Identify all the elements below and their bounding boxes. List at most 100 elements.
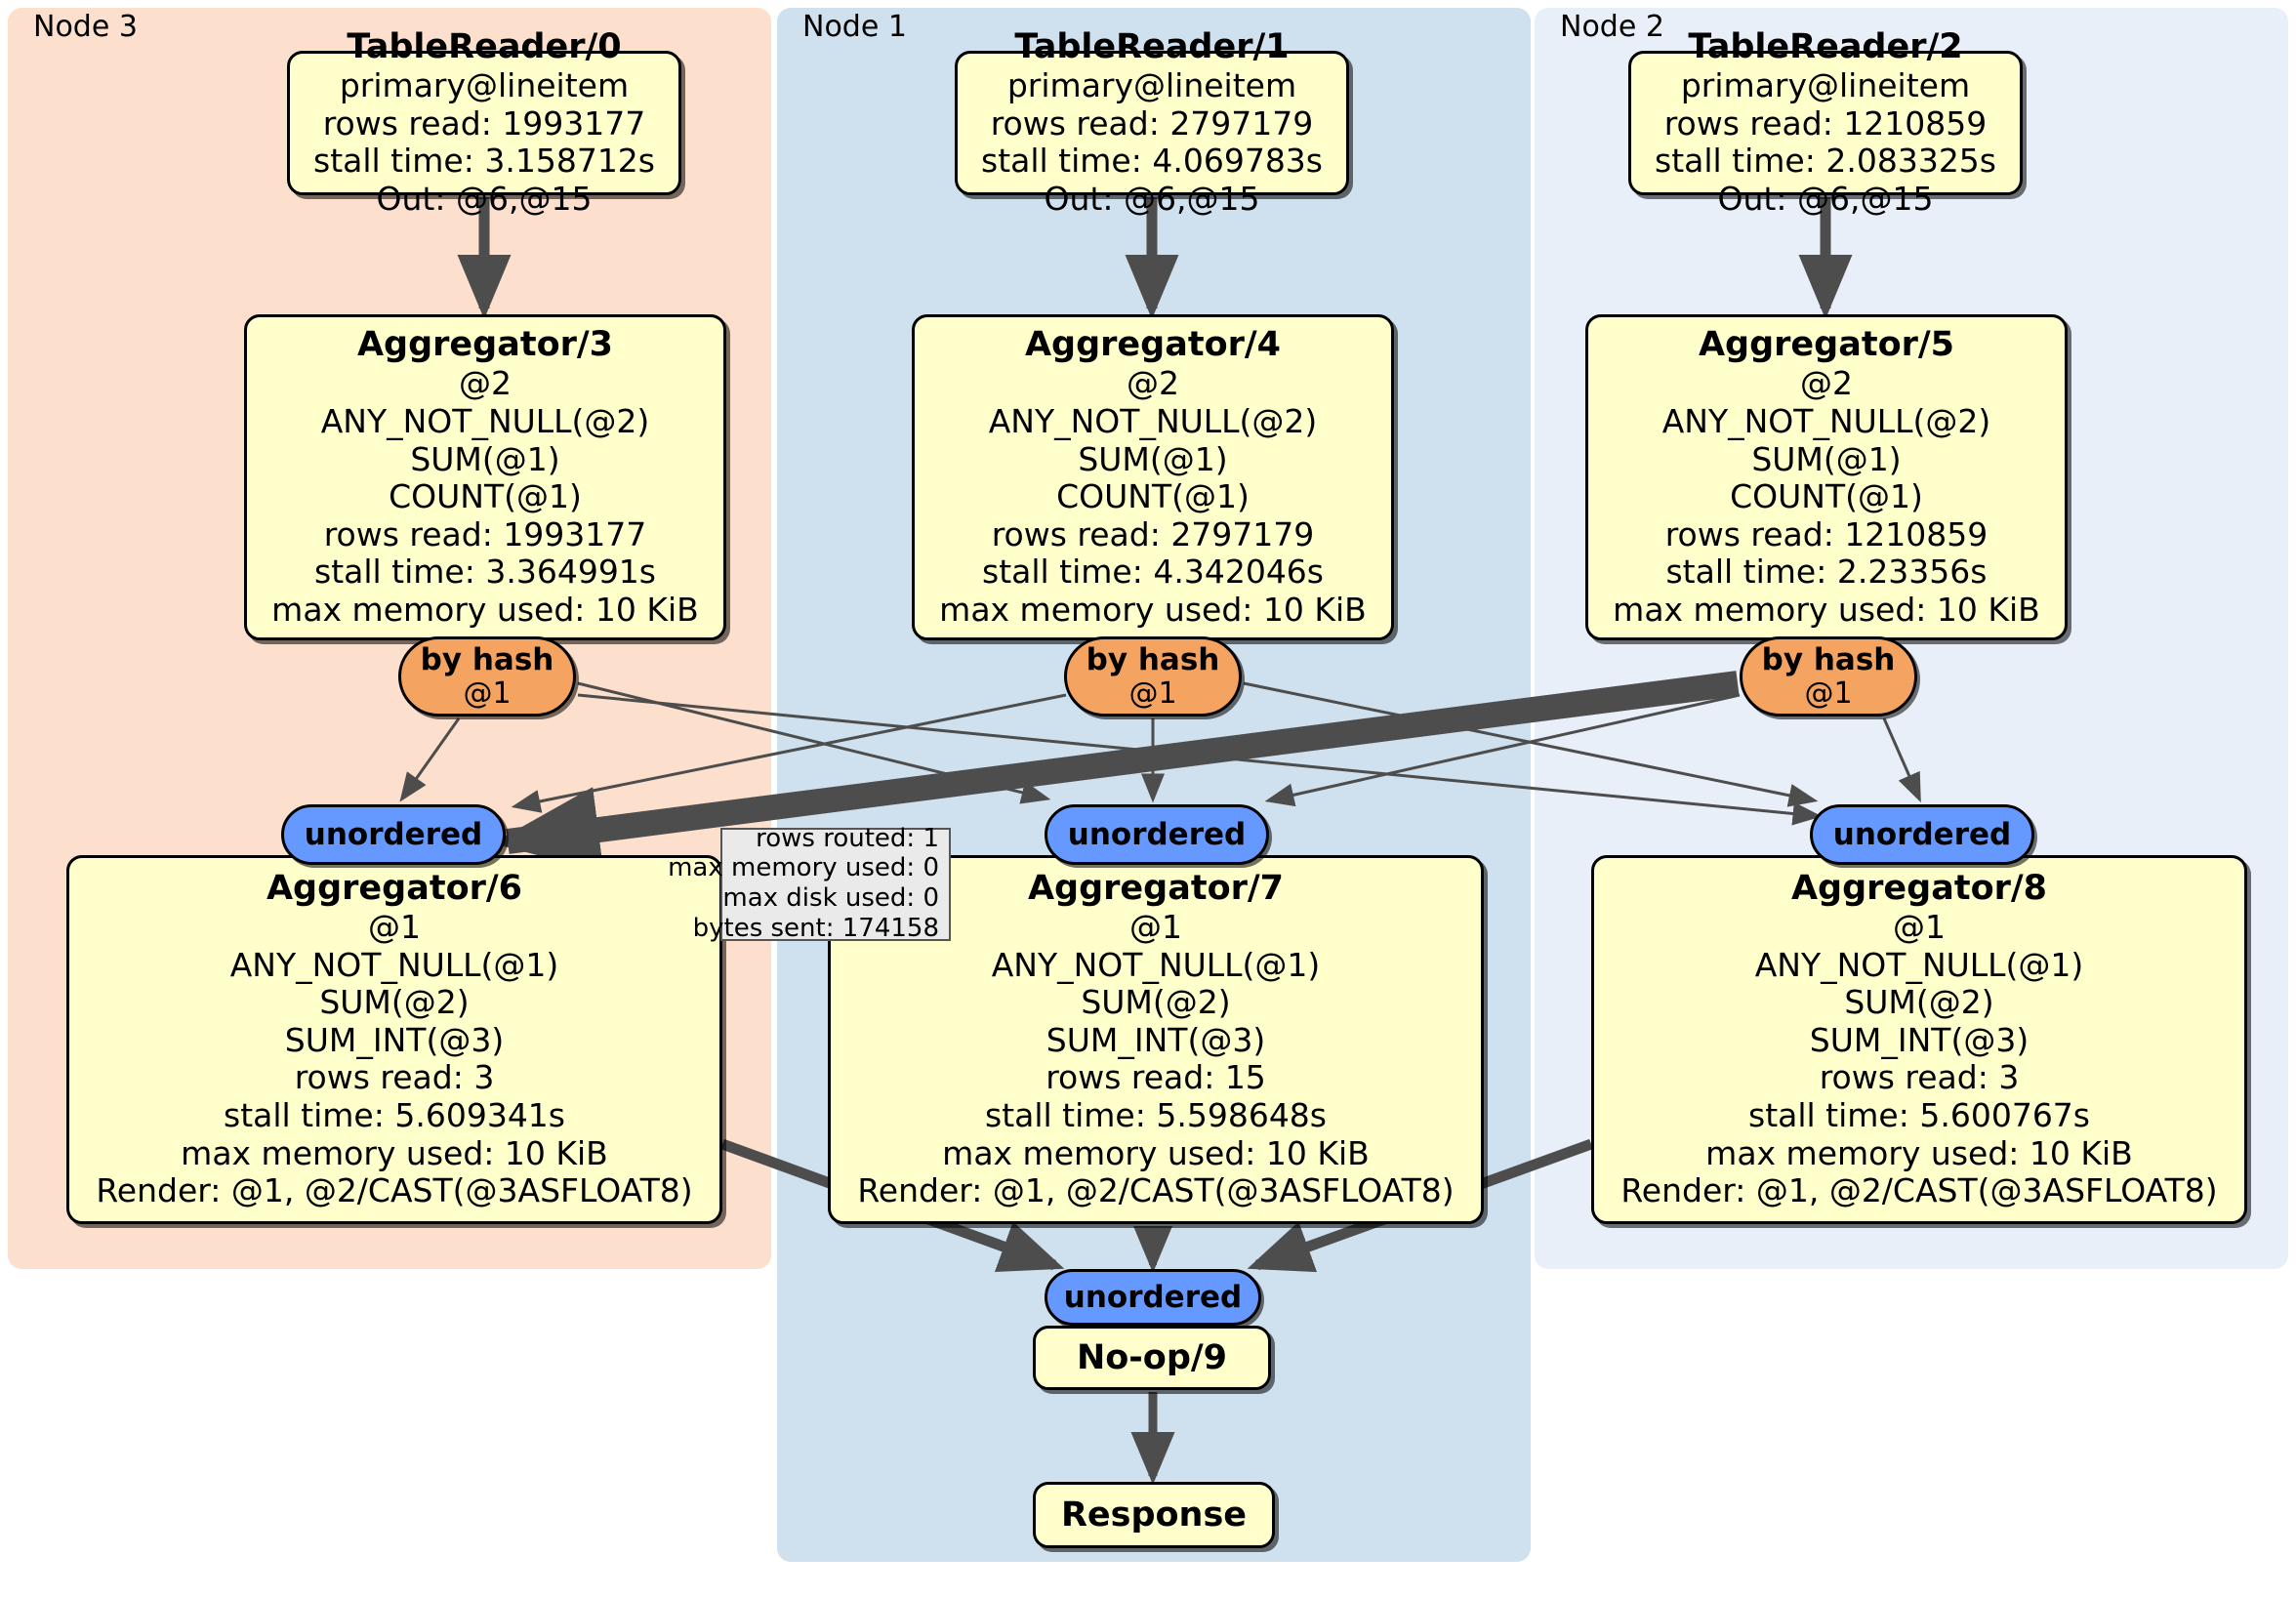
node-title: Aggregator/7: [1027, 869, 1285, 909]
cluster-label-node2: Node 2: [1560, 10, 1664, 44]
node-detail-line: SUM(@2): [319, 983, 470, 1022]
node-detail-line: @2: [1800, 364, 1853, 403]
node-detail-line: Out: @6,@15: [376, 180, 593, 219]
node-detail-line: ANY_NOT_NULL(@2): [988, 401, 1318, 440]
tooltip-line: max disk used: 0: [722, 883, 939, 913]
router-unord9[interactable]: unordered: [1045, 1269, 1261, 1326]
node-title: Response: [1060, 1495, 1248, 1535]
node-detail-line: ANY_NOT_NULL(@2): [320, 401, 650, 440]
node-detail-line: stall time: 2.083325s: [1655, 142, 1996, 181]
node-title: TableReader/0: [347, 27, 622, 67]
node-detail-line: rows read: 1993177: [322, 103, 646, 143]
node-detail-line: Render: @1, @2/CAST(@3ASFLOAT8): [857, 1171, 1455, 1210]
router-label: by hash: [1761, 642, 1896, 678]
node-detail-line: max memory used: 10 KiB: [271, 590, 699, 629]
node-detail-line: rows read: 3: [1819, 1058, 2020, 1097]
node-title: Aggregator/3: [356, 325, 614, 365]
node-title: Aggregator/4: [1024, 325, 1282, 365]
node-detail-line: Out: @6,@15: [1044, 180, 1260, 219]
node-title: No-op/9: [1076, 1337, 1228, 1377]
node-detail-line: rows read: 3: [294, 1058, 495, 1097]
node-detail-line: max memory used: 10 KiB: [1705, 1133, 2133, 1172]
node-detail-line: stall time: 5.609341s: [224, 1096, 565, 1135]
cluster-label-node3: Node 3: [33, 10, 138, 44]
node-detail-line: primary@lineitem: [1006, 66, 1297, 105]
node-detail-line: rows read: 1210859: [1664, 514, 1988, 553]
router-hash4[interactable]: by hash@1: [1064, 636, 1242, 717]
tooltip-line: rows routed: 1: [756, 823, 939, 853]
router-unord6[interactable]: unordered: [281, 804, 506, 865]
node-detail-line: ANY_NOT_NULL(@1): [991, 945, 1321, 984]
node-detail-line: @1: [368, 908, 421, 947]
node-response[interactable]: Response: [1033, 1482, 1275, 1548]
node-title: Aggregator/8: [1790, 869, 2048, 909]
node-detail-line: max memory used: 10 KiB: [942, 1133, 1370, 1172]
node-detail-line: stall time: 3.364991s: [314, 553, 656, 592]
node-detail-line: Render: @1, @2/CAST(@3ASFLOAT8): [96, 1171, 693, 1210]
node-detail-line: rows read: 1210859: [1663, 103, 1988, 143]
node-detail-line: COUNT(@1): [1730, 477, 1923, 516]
node-detail-line: @1: [1893, 908, 1946, 947]
router-label: unordered: [1067, 816, 1247, 852]
router-hash3[interactable]: by hash@1: [398, 636, 576, 717]
router-label: by hash: [420, 642, 554, 678]
node-detail-line: stall time: 4.342046s: [982, 553, 1324, 592]
node-detail-line: stall time: 5.600767s: [1748, 1096, 2090, 1135]
node-detail-line: max memory used: 10 KiB: [1613, 590, 2040, 629]
node-detail-line: SUM_INT(@3): [1046, 1020, 1266, 1059]
node-detail-line: stall time: 2.23356s: [1665, 553, 1988, 592]
router-column: @1: [1128, 676, 1177, 711]
router-label: unordered: [1063, 1279, 1243, 1315]
node-detail-line: SUM(@2): [1844, 983, 1994, 1022]
node-detail-line: COUNT(@1): [389, 477, 582, 516]
router-hash5[interactable]: by hash@1: [1740, 636, 1917, 717]
node-title: Aggregator/6: [266, 869, 523, 909]
router-column: @1: [463, 676, 512, 711]
router-unord8[interactable]: unordered: [1810, 804, 2034, 865]
node-detail-line: max memory used: 10 KiB: [181, 1133, 608, 1172]
node-detail-line: SUM_INT(@3): [284, 1020, 505, 1059]
node-detail-line: rows read: 15: [1046, 1058, 1266, 1097]
node-title: TableReader/2: [1688, 27, 1963, 67]
node-detail-line: primary@lineitem: [339, 66, 630, 105]
router-label: unordered: [304, 816, 483, 852]
router-label: unordered: [1832, 816, 2012, 852]
node-detail-line: stall time: 5.598648s: [985, 1096, 1327, 1135]
node-detail-line: @2: [1127, 364, 1179, 403]
node-noop9[interactable]: No-op/9: [1033, 1326, 1271, 1390]
node-detail-line: Render: @1, @2/CAST(@3ASFLOAT8): [1620, 1171, 2218, 1210]
node-detail-line: ANY_NOT_NULL(@2): [1661, 401, 1991, 440]
node-detail-line: rows read: 2797179: [991, 514, 1315, 553]
node-detail-line: stall time: 4.069783s: [981, 142, 1323, 181]
node-detail-line: Out: @6,@15: [1717, 180, 1934, 219]
node-detail-line: primary@lineitem: [1680, 66, 1971, 105]
tooltip-line: max memory used: 0: [668, 853, 939, 883]
node-detail-line: rows read: 2797179: [990, 103, 1314, 143]
cluster-label-node1: Node 1: [802, 10, 907, 44]
node-detail-line: rows read: 1993177: [323, 514, 647, 553]
tooltip-line: bytes sent: 174158: [692, 913, 939, 943]
node-detail-line: @2: [459, 364, 512, 403]
node-detail-line: ANY_NOT_NULL(@1): [229, 945, 559, 984]
node-detail-line: @1: [1129, 908, 1182, 947]
node-detail-line: max memory used: 10 KiB: [939, 590, 1367, 629]
node-detail-line: SUM(@2): [1081, 983, 1231, 1022]
node-detail-line: ANY_NOT_NULL(@1): [1754, 945, 2084, 984]
node-detail-line: SUM(@1): [1078, 439, 1228, 478]
node-detail-line: SUM_INT(@3): [1809, 1020, 2030, 1059]
node-detail-line: SUM(@1): [1751, 439, 1902, 478]
node-detail-line: SUM(@1): [410, 439, 560, 478]
router-column: @1: [1804, 676, 1853, 711]
router-unord7[interactable]: unordered: [1045, 804, 1269, 865]
